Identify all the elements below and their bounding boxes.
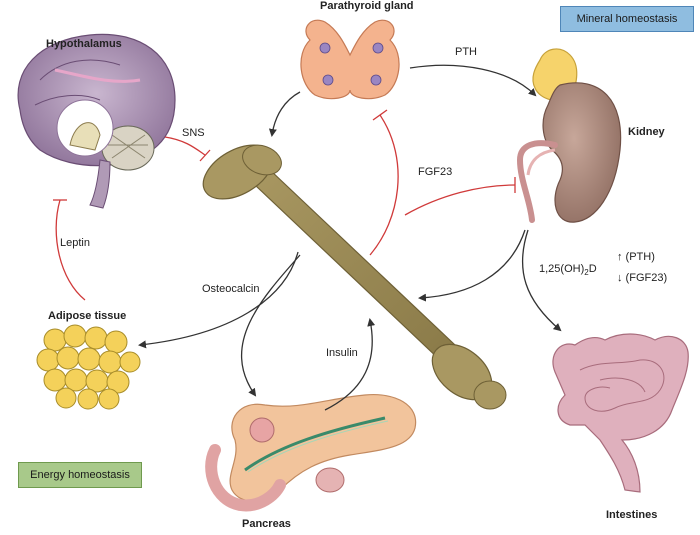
label-fgf23: FGF23: [418, 166, 453, 178]
label-sns: SNS: [182, 127, 205, 139]
energy-homeostasis-box: Energy homeostasis: [18, 462, 142, 488]
label-pth-up: ↑ (PTH): [617, 251, 655, 263]
mineral-homeostasis-box: Mineral homeostasis: [560, 6, 694, 32]
arrow-pth-to-kidney: [409, 64, 537, 97]
arrow-osteocalcin-to-pancreas: [240, 254, 301, 397]
label-kidney: Kidney: [628, 126, 665, 138]
label-fgf23-down: ↓ (FGF23): [617, 272, 668, 284]
label-hypothalamus: Hypothalamus: [46, 38, 122, 50]
label-intestines: Intestines: [606, 509, 658, 521]
label-adipose-tissue: Adipose tissue: [48, 310, 127, 322]
arrow-vitd-to-bone: [418, 229, 526, 302]
intestines-illustration: [552, 333, 689, 493]
inhibit-leptin-to-brain: [55, 199, 86, 301]
pancreas-illustration: [205, 393, 417, 512]
vitamin-d-regulation-list: ↑ (PTH) ↓ (FGF23): [617, 247, 667, 289]
arrow-insulin-to-bone: [324, 318, 376, 411]
vitamin-d-main: 1,25(OH): [539, 263, 585, 275]
vitamin-d-end: D: [588, 263, 597, 275]
inhibit-bone-to-parathyroid: [369, 114, 399, 256]
label-pth: PTH: [455, 46, 477, 58]
label-osteocalcin: Osteocalcin: [202, 283, 260, 295]
label-parathyroid-gland: Parathyroid gland: [320, 0, 414, 12]
inhibition-lines: [53, 109, 516, 301]
adipose-illustration: [36, 324, 141, 410]
inhibit-fgf23-to-kidney: [404, 184, 516, 216]
activation-arrows: [138, 64, 562, 411]
label-vitamin-d: 1,25(OH)2D: [539, 263, 597, 277]
vitamin-d-subscript: 2: [584, 268, 589, 278]
kidney-illustration: [516, 48, 622, 223]
label-leptin: Leptin: [60, 237, 90, 249]
parathyroid-illustration: [300, 19, 400, 100]
inhibit-sns-to-bone: [164, 136, 206, 156]
label-pancreas: Pancreas: [242, 518, 291, 530]
label-insulin: Insulin: [326, 347, 358, 359]
bone-illustration: [202, 144, 507, 410]
arrow-osteocalcin-to-adipose: [138, 251, 299, 349]
brain-illustration: [17, 33, 176, 209]
arrow-vitd-to-intestines: [521, 229, 562, 332]
arrow-parathyroid-to-bone: [268, 91, 301, 137]
